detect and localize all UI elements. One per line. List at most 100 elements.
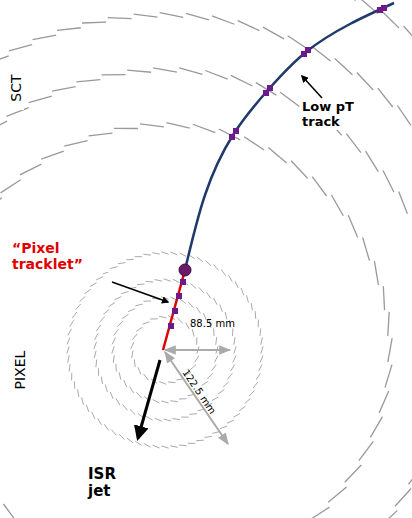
pixel-stave (70, 320, 74, 326)
pixel-stave (161, 401, 168, 403)
decay-vertex (179, 264, 191, 276)
pixel-stave (103, 309, 109, 314)
pixel-stave (82, 397, 84, 404)
pixel-stave (90, 283, 97, 287)
pixel-stave (228, 275, 232, 282)
pixel-stave (130, 387, 134, 393)
pixel-stave (68, 355, 70, 362)
pixel-stave (234, 346, 236, 353)
sct-stave (382, 11, 399, 28)
sct-stave (179, 68, 202, 74)
pixel-stave (104, 424, 108, 430)
pixel-stave (202, 381, 208, 385)
sct-stave (268, 147, 286, 163)
pixel-stave (119, 434, 124, 439)
pixel-stave (231, 365, 235, 371)
pixel-stave (177, 318, 182, 323)
sct-stave (160, 13, 184, 18)
sct-stave (89, 133, 113, 136)
sct-stave (383, 286, 384, 310)
sct-stave (76, 80, 100, 82)
hit-mark (381, 5, 387, 11)
pixel-stave (170, 446, 177, 448)
sct-stave (345, 465, 362, 482)
pixel-stave (108, 303, 114, 307)
hit-mark (229, 134, 235, 140)
sct-stave (280, 92, 299, 106)
pixel-stave (220, 305, 223, 312)
sct-stave (9, 45, 32, 51)
pixel-stave (161, 446, 168, 448)
pixel-stave (121, 291, 128, 293)
pixel-stave (98, 368, 99, 376)
sct-stave (404, 26, 412, 44)
sct-stave (0, 121, 7, 132)
pixel-stave (190, 365, 196, 370)
pixel-stave (116, 399, 120, 406)
sct-stave (153, 68, 177, 72)
sct-stave (331, 195, 343, 216)
sct-stave (29, 96, 52, 103)
pixel-stave (123, 404, 128, 410)
sct-stave (348, 215, 357, 237)
pixel-stave (180, 299, 186, 304)
sct-stave (114, 128, 138, 129)
pixel-stave (188, 302, 193, 308)
pixel-stave (115, 364, 116, 372)
sct-stave (336, 0, 355, 1)
sct-stave (102, 74, 126, 75)
pixel-stave (179, 398, 187, 399)
pixel-stave (260, 355, 263, 362)
pixel-stave (218, 390, 224, 394)
sct-stave (41, 151, 64, 159)
pixel-stave (134, 359, 136, 367)
pixel-stave (164, 279, 171, 281)
sct-stave (231, 75, 253, 86)
pixel-stave (143, 300, 151, 301)
pixel-stave (251, 303, 252, 311)
detector-label: PIXEL (12, 338, 28, 402)
pixel-stave (114, 329, 119, 335)
sct-stave (193, 124, 216, 132)
pixel-stave (119, 372, 121, 379)
sct-stave (134, 14, 158, 17)
pixel-stave (124, 380, 127, 387)
pixel-stave (67, 338, 70, 345)
pixel-stave (179, 444, 187, 446)
jet-label: ISR jet (86, 466, 130, 501)
pixel-stave (85, 289, 91, 293)
pixel-stave (168, 381, 176, 383)
pixel-stave (215, 337, 217, 345)
pixel-stave (161, 297, 168, 299)
pixel-stave (99, 317, 104, 323)
sct-stave (127, 70, 151, 72)
pixel-stave (261, 337, 263, 344)
pixel-stave (144, 374, 149, 380)
pixel-stave (155, 280, 162, 282)
pixel-layers (67, 252, 263, 448)
track-curve (185, 3, 394, 270)
sct-stave (380, 511, 398, 518)
pixel-stave (155, 418, 162, 421)
pixel-stave (110, 392, 113, 399)
pixel-stave (136, 392, 141, 398)
pixel-stave (69, 364, 71, 372)
pixel-stave (117, 321, 123, 326)
pixel-stave (186, 323, 190, 330)
pixel-stave (188, 443, 196, 444)
pixel-stave (173, 279, 180, 282)
pixel-stave (152, 253, 159, 255)
pixel-stave (113, 355, 115, 363)
pixel-stave (233, 413, 240, 417)
sct-stave (82, 22, 106, 24)
leader-arrow (302, 76, 322, 98)
pixel-stave (78, 389, 79, 397)
sct-stave (346, 134, 361, 153)
pixel-stave (153, 445, 160, 448)
sct-stave (395, 488, 411, 506)
pixel-stave (94, 342, 97, 349)
sct-stave (374, 261, 378, 285)
pixel-stave (214, 265, 219, 271)
sct-stave (0, 56, 9, 64)
pixel-stave (114, 297, 121, 300)
